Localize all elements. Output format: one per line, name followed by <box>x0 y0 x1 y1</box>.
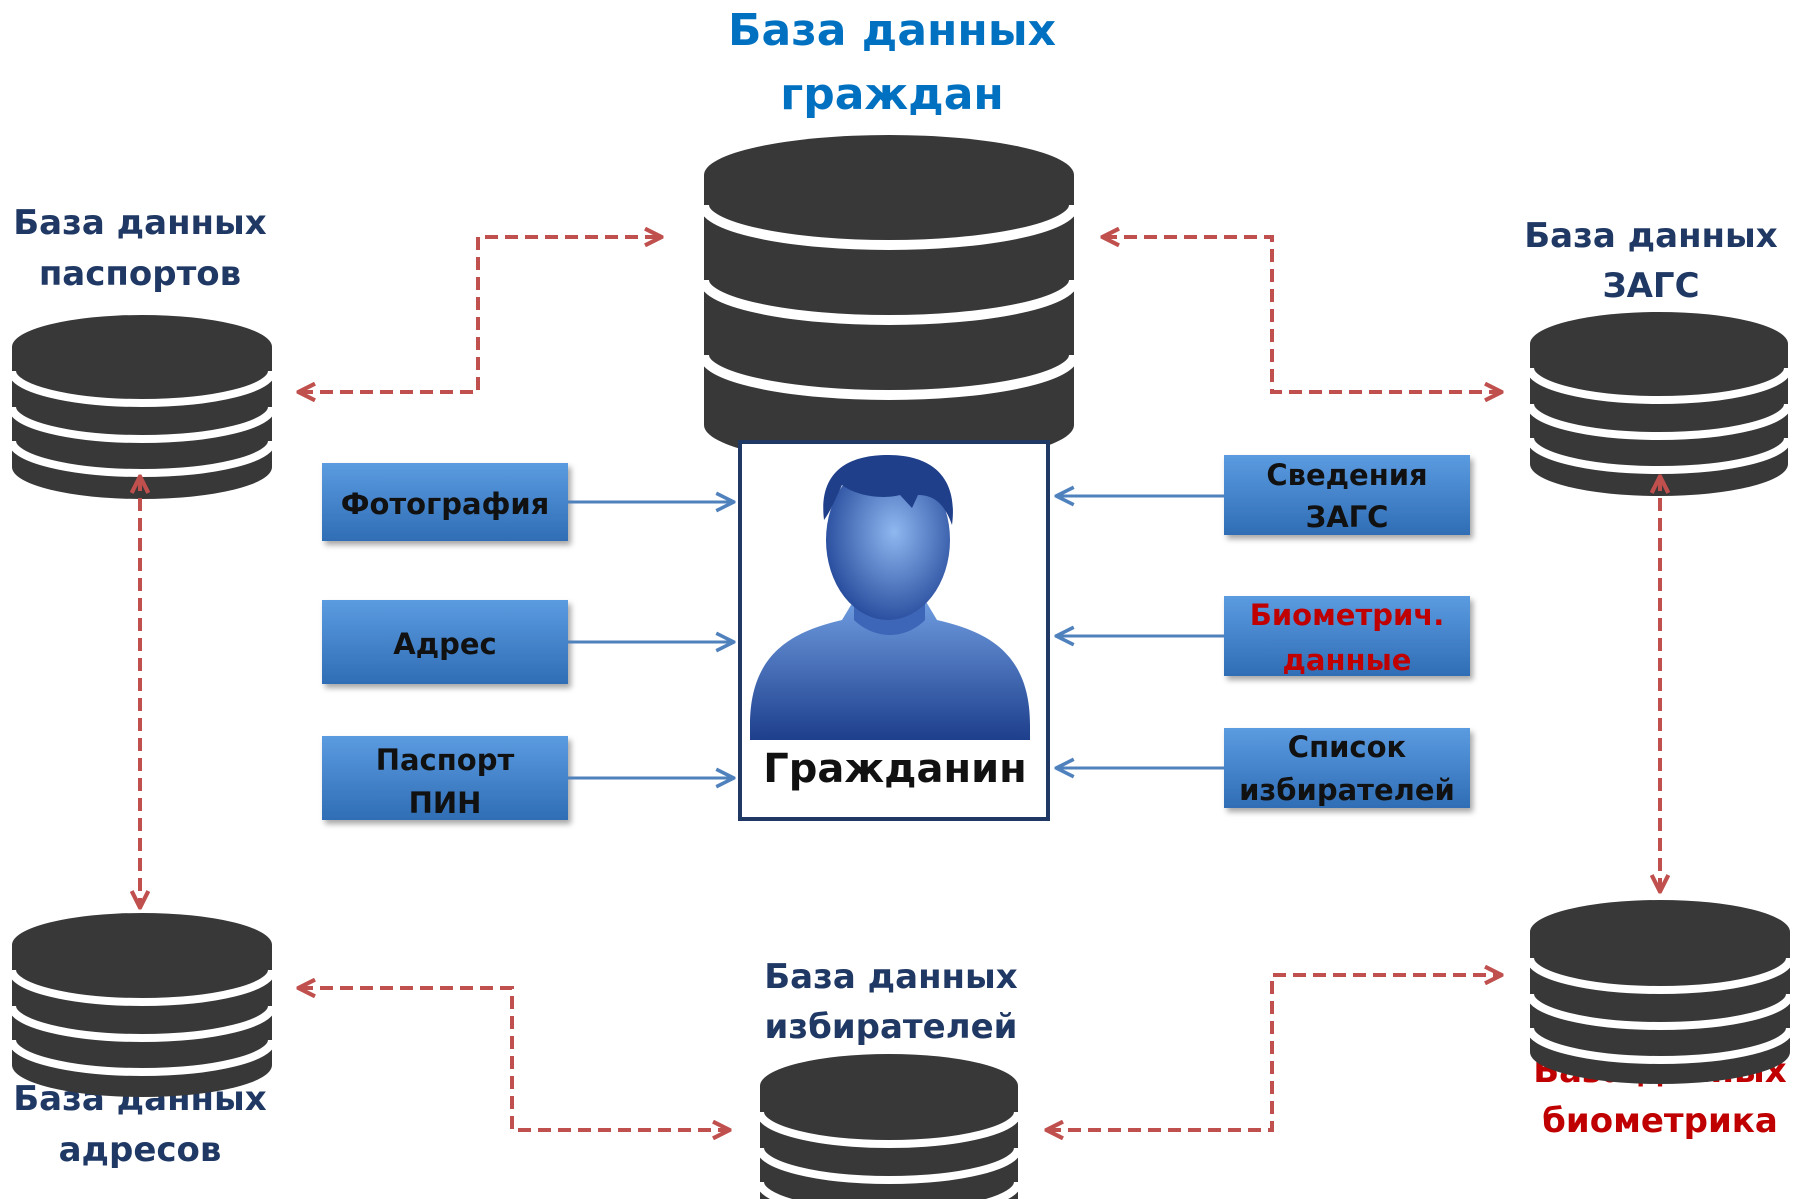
link-voters-biometrics <box>1048 975 1500 1130</box>
biometrics-database-icon <box>1526 900 1793 1084</box>
voters-db-title-line2: избирателей <box>765 1007 1018 1047</box>
citizen-card: Гражданин <box>738 440 1050 821</box>
input-box-voter-list-label-line1: Список <box>1288 730 1407 764</box>
citizens-db-title-line1: База данных <box>728 5 1056 56</box>
citizen-label: Гражданин <box>763 746 1027 792</box>
voters-database-icon <box>756 1054 1022 1199</box>
user-avatar-icon <box>750 455 1030 740</box>
link-passports-citizens <box>300 237 660 392</box>
citizens-database-icon <box>699 135 1079 465</box>
input-box-biometric-label-line2: данные <box>1283 643 1412 677</box>
input-box-photo: Фотография <box>322 463 568 541</box>
input-box-address-label: Адрес <box>393 627 496 661</box>
input-box-zags-info: Сведения ЗАГС <box>1224 455 1470 535</box>
input-box-passport-label-line1: Паспорт <box>376 743 515 777</box>
input-box-zags-info-label-line1: Сведения <box>1266 458 1427 492</box>
input-box-voter-list-label-line2: избирателей <box>1239 773 1455 807</box>
input-box-biometric: Биометрич. данные <box>1224 596 1470 677</box>
addresses-db-title-line2: адресов <box>59 1130 222 1170</box>
passports-database-icon <box>8 315 276 499</box>
biometrics-db-title-line2: биометрика <box>1542 1101 1778 1141</box>
zags-db-title-line1: База данных <box>1524 216 1778 256</box>
addresses-database-icon <box>8 913 276 1097</box>
zags-db-title-line2: ЗАГС <box>1602 266 1699 306</box>
input-box-passport-label-line2: ПИН <box>409 786 482 820</box>
database-links <box>140 237 1660 1130</box>
passports-db-title-line1: База данных <box>13 203 267 243</box>
link-addresses-voters <box>300 988 728 1130</box>
zags-database-icon <box>1526 312 1792 496</box>
link-citizens-zags <box>1104 237 1500 392</box>
citizens-db-title-line2: граждан <box>780 69 1004 120</box>
voters-db-title-line1: База данных <box>764 957 1018 997</box>
passports-db-title-line2: паспортов <box>39 254 241 294</box>
input-box-biometric-label-line1: Биометрич. <box>1250 598 1445 632</box>
input-box-voter-list: Список избирателей <box>1224 728 1470 808</box>
input-box-passport: Паспорт ПИН <box>322 736 568 820</box>
input-box-photo-label: Фотография <box>341 487 550 521</box>
input-box-zags-info-label-line2: ЗАГС <box>1306 500 1389 534</box>
input-arrows <box>568 496 1224 778</box>
input-box-address: Адрес <box>322 600 568 684</box>
